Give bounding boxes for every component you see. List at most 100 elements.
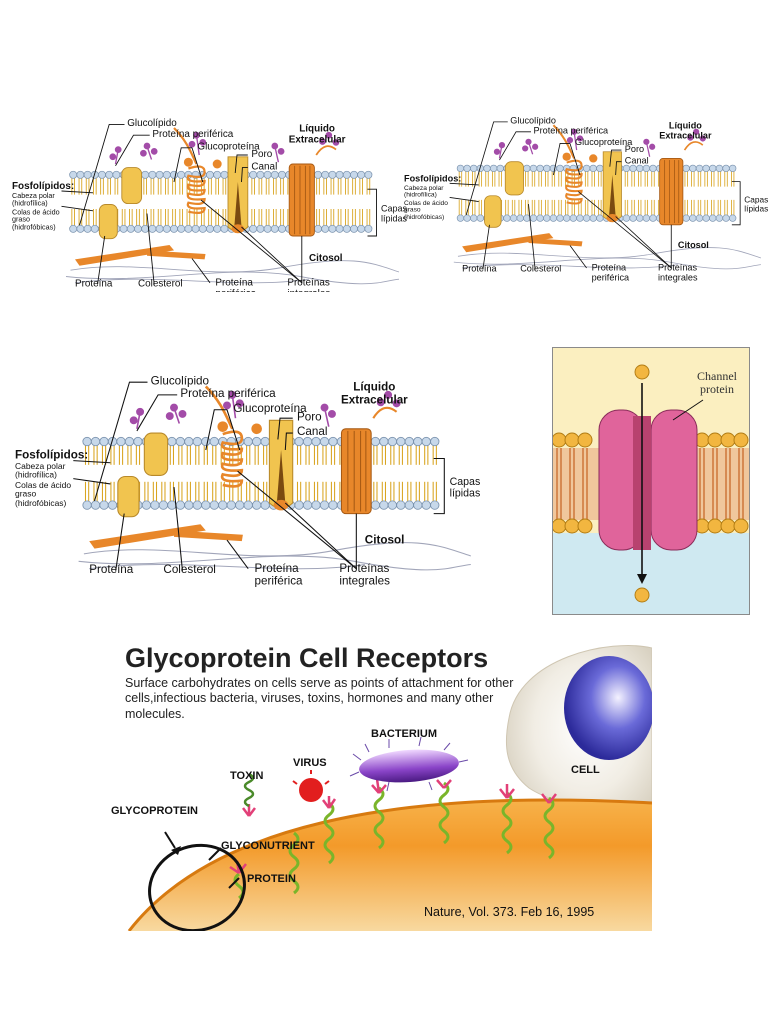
membrane-diagram: Glucolípido Proteína periférica Glucopro… bbox=[404, 92, 768, 307]
cytoskeleton-fibers bbox=[453, 247, 762, 270]
label-channel: Canal bbox=[296, 425, 328, 439]
highlight-circle bbox=[148, 843, 246, 931]
channel-protein-label: Channel protein bbox=[697, 369, 737, 396]
receptor-helices bbox=[233, 781, 555, 900]
bacterium-shape bbox=[359, 749, 459, 783]
label-cytosol: Citosol bbox=[677, 240, 709, 251]
label-glycoprotein: Glucoproteína bbox=[574, 137, 633, 148]
channel-protein-right bbox=[650, 409, 698, 551]
label-protein: Proteína bbox=[75, 278, 113, 290]
label-glycoprotein: Glucoproteína bbox=[233, 402, 307, 416]
label-channel: Canal bbox=[251, 161, 278, 173]
label-glycolipid: Glucolípido bbox=[127, 118, 177, 129]
label-virus: VIRUS bbox=[293, 757, 327, 769]
label-protein: Proteína bbox=[462, 263, 497, 274]
label-peripheral-protein-top: Proteína periférica bbox=[152, 128, 234, 140]
label-peripheral-protein-top: Proteína periférica bbox=[180, 387, 276, 401]
protein-shape bbox=[484, 195, 502, 228]
label-extracellular: Líquido Extracelular bbox=[288, 123, 346, 145]
label-cholesterol: Colesterol bbox=[138, 278, 183, 290]
label-glycolipid: Glucolípido bbox=[150, 374, 210, 388]
toxin-shape bbox=[243, 772, 255, 808]
label-pore: Poro bbox=[624, 144, 645, 155]
label-peripheral-protein-bottom: Proteína periférica bbox=[215, 277, 256, 292]
label-lipid-layers: Capas lípidas bbox=[381, 204, 408, 224]
pore-protein bbox=[340, 428, 372, 515]
receptor-title: Glycoprotein Cell Receptors bbox=[125, 643, 489, 673]
label-polar-head: Cabeza polar (hidrofílica) bbox=[404, 184, 444, 199]
channel-illustration bbox=[553, 364, 749, 614]
leader-lines bbox=[61, 123, 377, 285]
label-glycolipid: Glucolípido bbox=[510, 116, 556, 127]
label-bacterium: BACTERIUM bbox=[371, 728, 437, 740]
label-integral-proteins: Proteínas integrales bbox=[339, 562, 390, 588]
peripheral-protein-shape bbox=[462, 233, 554, 253]
integral-protein-shape bbox=[504, 161, 524, 196]
leader-lines bbox=[73, 381, 445, 571]
label-peripheral-protein-bottom: Proteína periférica bbox=[591, 262, 630, 283]
leader-lines bbox=[449, 121, 741, 270]
integral-protein-shape bbox=[143, 432, 169, 476]
carbohydrate-chains bbox=[493, 128, 706, 159]
channel-protein-panel: Channel protein bbox=[552, 347, 750, 615]
receptor-sugars bbox=[229, 778, 557, 875]
label-cholesterol: Colesterol bbox=[520, 263, 562, 274]
membrane-illustration bbox=[61, 123, 400, 285]
label-integral-proteins: Proteínas integrales bbox=[657, 262, 698, 283]
label-peripheral-protein-bottom: Proteína periférica bbox=[254, 562, 303, 588]
bilayer bbox=[69, 170, 373, 233]
cytoskeleton-fibers bbox=[78, 542, 471, 571]
label-extracellular: Líquido Extracelular bbox=[659, 121, 712, 141]
label-integral-proteins: Proteínas integrales bbox=[287, 277, 330, 292]
label-channel: Canal bbox=[624, 155, 649, 166]
membrane-diagram: Glucolípido Proteína periférica Glucopro… bbox=[12, 92, 408, 292]
pore-protein bbox=[659, 157, 684, 226]
carbohydrate-chains bbox=[129, 390, 401, 429]
membrane-illustration bbox=[73, 381, 471, 571]
label-fatty-tails: Colas de ácido graso (hidrofóbicas) bbox=[404, 199, 448, 221]
label-phospholipids: Fosfolípidos: bbox=[12, 181, 75, 192]
cell-nucleus bbox=[564, 656, 652, 760]
label-lipid-layers: Capas lípidas bbox=[744, 195, 768, 214]
cell-membrane bbox=[129, 799, 652, 931]
label-protein: Proteína bbox=[89, 563, 134, 577]
label-cytosol: Citosol bbox=[309, 253, 343, 264]
receptor-description: Surface carbohydrates on cells serve as … bbox=[125, 676, 514, 721]
peripheral-protein-shape bbox=[75, 245, 174, 266]
membrane-panel-top-right: Glucolípido Proteína periférica Glucopro… bbox=[404, 92, 768, 307]
protein-shape bbox=[117, 475, 140, 518]
label-protein: PROTEIN bbox=[247, 873, 296, 885]
solute-molecule-bottom bbox=[634, 587, 650, 603]
receptor-citation: Nature, Vol. 373. Feb 16, 1995 bbox=[424, 905, 595, 919]
label-phospholipids: Fosfolípidos: bbox=[404, 174, 462, 185]
peripheral-protein-shape bbox=[89, 524, 206, 549]
label-polar-head: Cabeza polar (hidrofílica) bbox=[12, 191, 55, 208]
label-glycoprotein: Glucoproteína bbox=[197, 141, 260, 153]
glycoprotein-receptor-panel: Glycoprotein Cell Receptors Surface carb… bbox=[89, 638, 652, 931]
label-peripheral-protein-top: Proteína periférica bbox=[533, 126, 609, 136]
pore-protein bbox=[288, 163, 315, 237]
label-phospholipids: Fosfolípidos: bbox=[15, 448, 89, 462]
label-pore: Poro bbox=[296, 410, 322, 424]
membrane-panel-top-left: Glucolípido Proteína periférica Glucopro… bbox=[12, 92, 408, 292]
label-lipid-layers: Capas lípidas bbox=[449, 476, 481, 500]
virus-shape bbox=[299, 778, 323, 802]
carbohydrate-chains bbox=[109, 131, 340, 165]
label-glycoprotein: GLYCOPROTEIN bbox=[111, 805, 198, 817]
label-glyconutrient: GLYCONUTRIENT bbox=[221, 840, 315, 852]
label-fatty-tails: Colas de ácido graso (hidrofóbicas) bbox=[15, 480, 72, 509]
protein-shape bbox=[98, 204, 118, 240]
label-polar-head: Cabeza polar (hidrofílica) bbox=[15, 461, 66, 481]
receptor-illustration bbox=[127, 645, 652, 931]
membrane-illustration bbox=[449, 121, 762, 270]
label-fatty-tails: Colas de ácido graso (hidrofóbicas) bbox=[12, 208, 60, 232]
label-pore: Poro bbox=[251, 148, 273, 160]
label-toxin: TOXIN bbox=[230, 770, 264, 782]
label-cholesterol: Colesterol bbox=[163, 563, 216, 577]
integral-protein-shape bbox=[121, 167, 143, 205]
membrane-diagram: Glucolípido Proteína periférica Glucopro… bbox=[15, 344, 481, 634]
label-cytosol: Citosol bbox=[364, 533, 405, 547]
membrane-panel-middle: Glucolípido Proteína periférica Glucopro… bbox=[15, 344, 485, 634]
solute-molecule-top bbox=[634, 364, 650, 380]
cytoskeleton-fibers bbox=[65, 260, 400, 285]
